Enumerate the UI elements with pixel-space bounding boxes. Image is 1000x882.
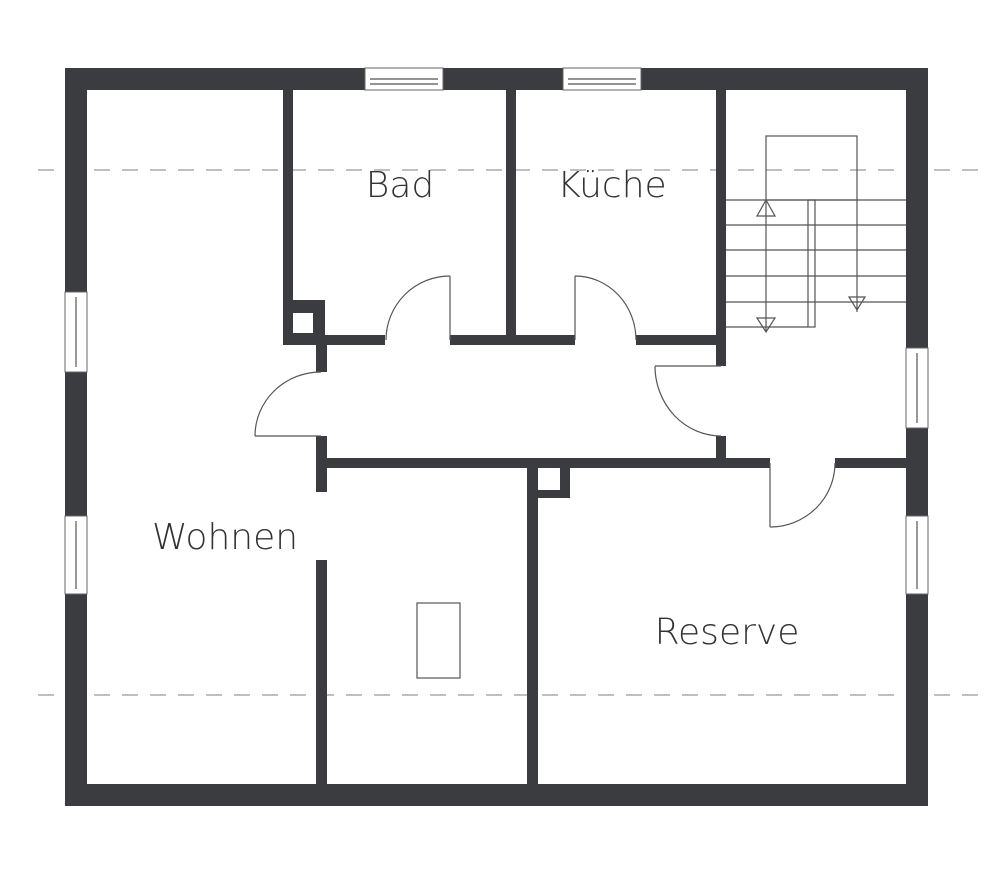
outer-walls — [65, 68, 928, 806]
room-label-kueche: Küche — [557, 165, 666, 206]
window-bad — [364, 67, 444, 91]
door-reserve — [769, 462, 836, 528]
window-wohnen-1 — [64, 291, 88, 373]
door-kueche — [574, 275, 637, 341]
doors — [254, 275, 836, 528]
stairs-up-arrow-icon — [755, 198, 777, 217]
staircase — [726, 135, 906, 334]
window-stairs — [905, 347, 929, 429]
window-wohnen-2 — [64, 515, 88, 595]
room-label-bad: Bad — [366, 165, 434, 206]
room-label-wohnen: Wohnen — [152, 517, 298, 558]
door-wohnen — [254, 371, 322, 437]
chimney-shaft — [416, 602, 461, 679]
stairs-down-arrow-icon — [847, 296, 867, 312]
door-bad — [385, 275, 451, 341]
stairs-down-arrow-icon — [755, 317, 777, 334]
interior-walls — [283, 90, 906, 784]
window-reserve — [905, 515, 929, 595]
windows — [64, 67, 929, 595]
window-kueche — [562, 67, 642, 91]
room-label-reserve: Reserve — [655, 612, 800, 653]
door-stairs — [654, 365, 722, 437]
